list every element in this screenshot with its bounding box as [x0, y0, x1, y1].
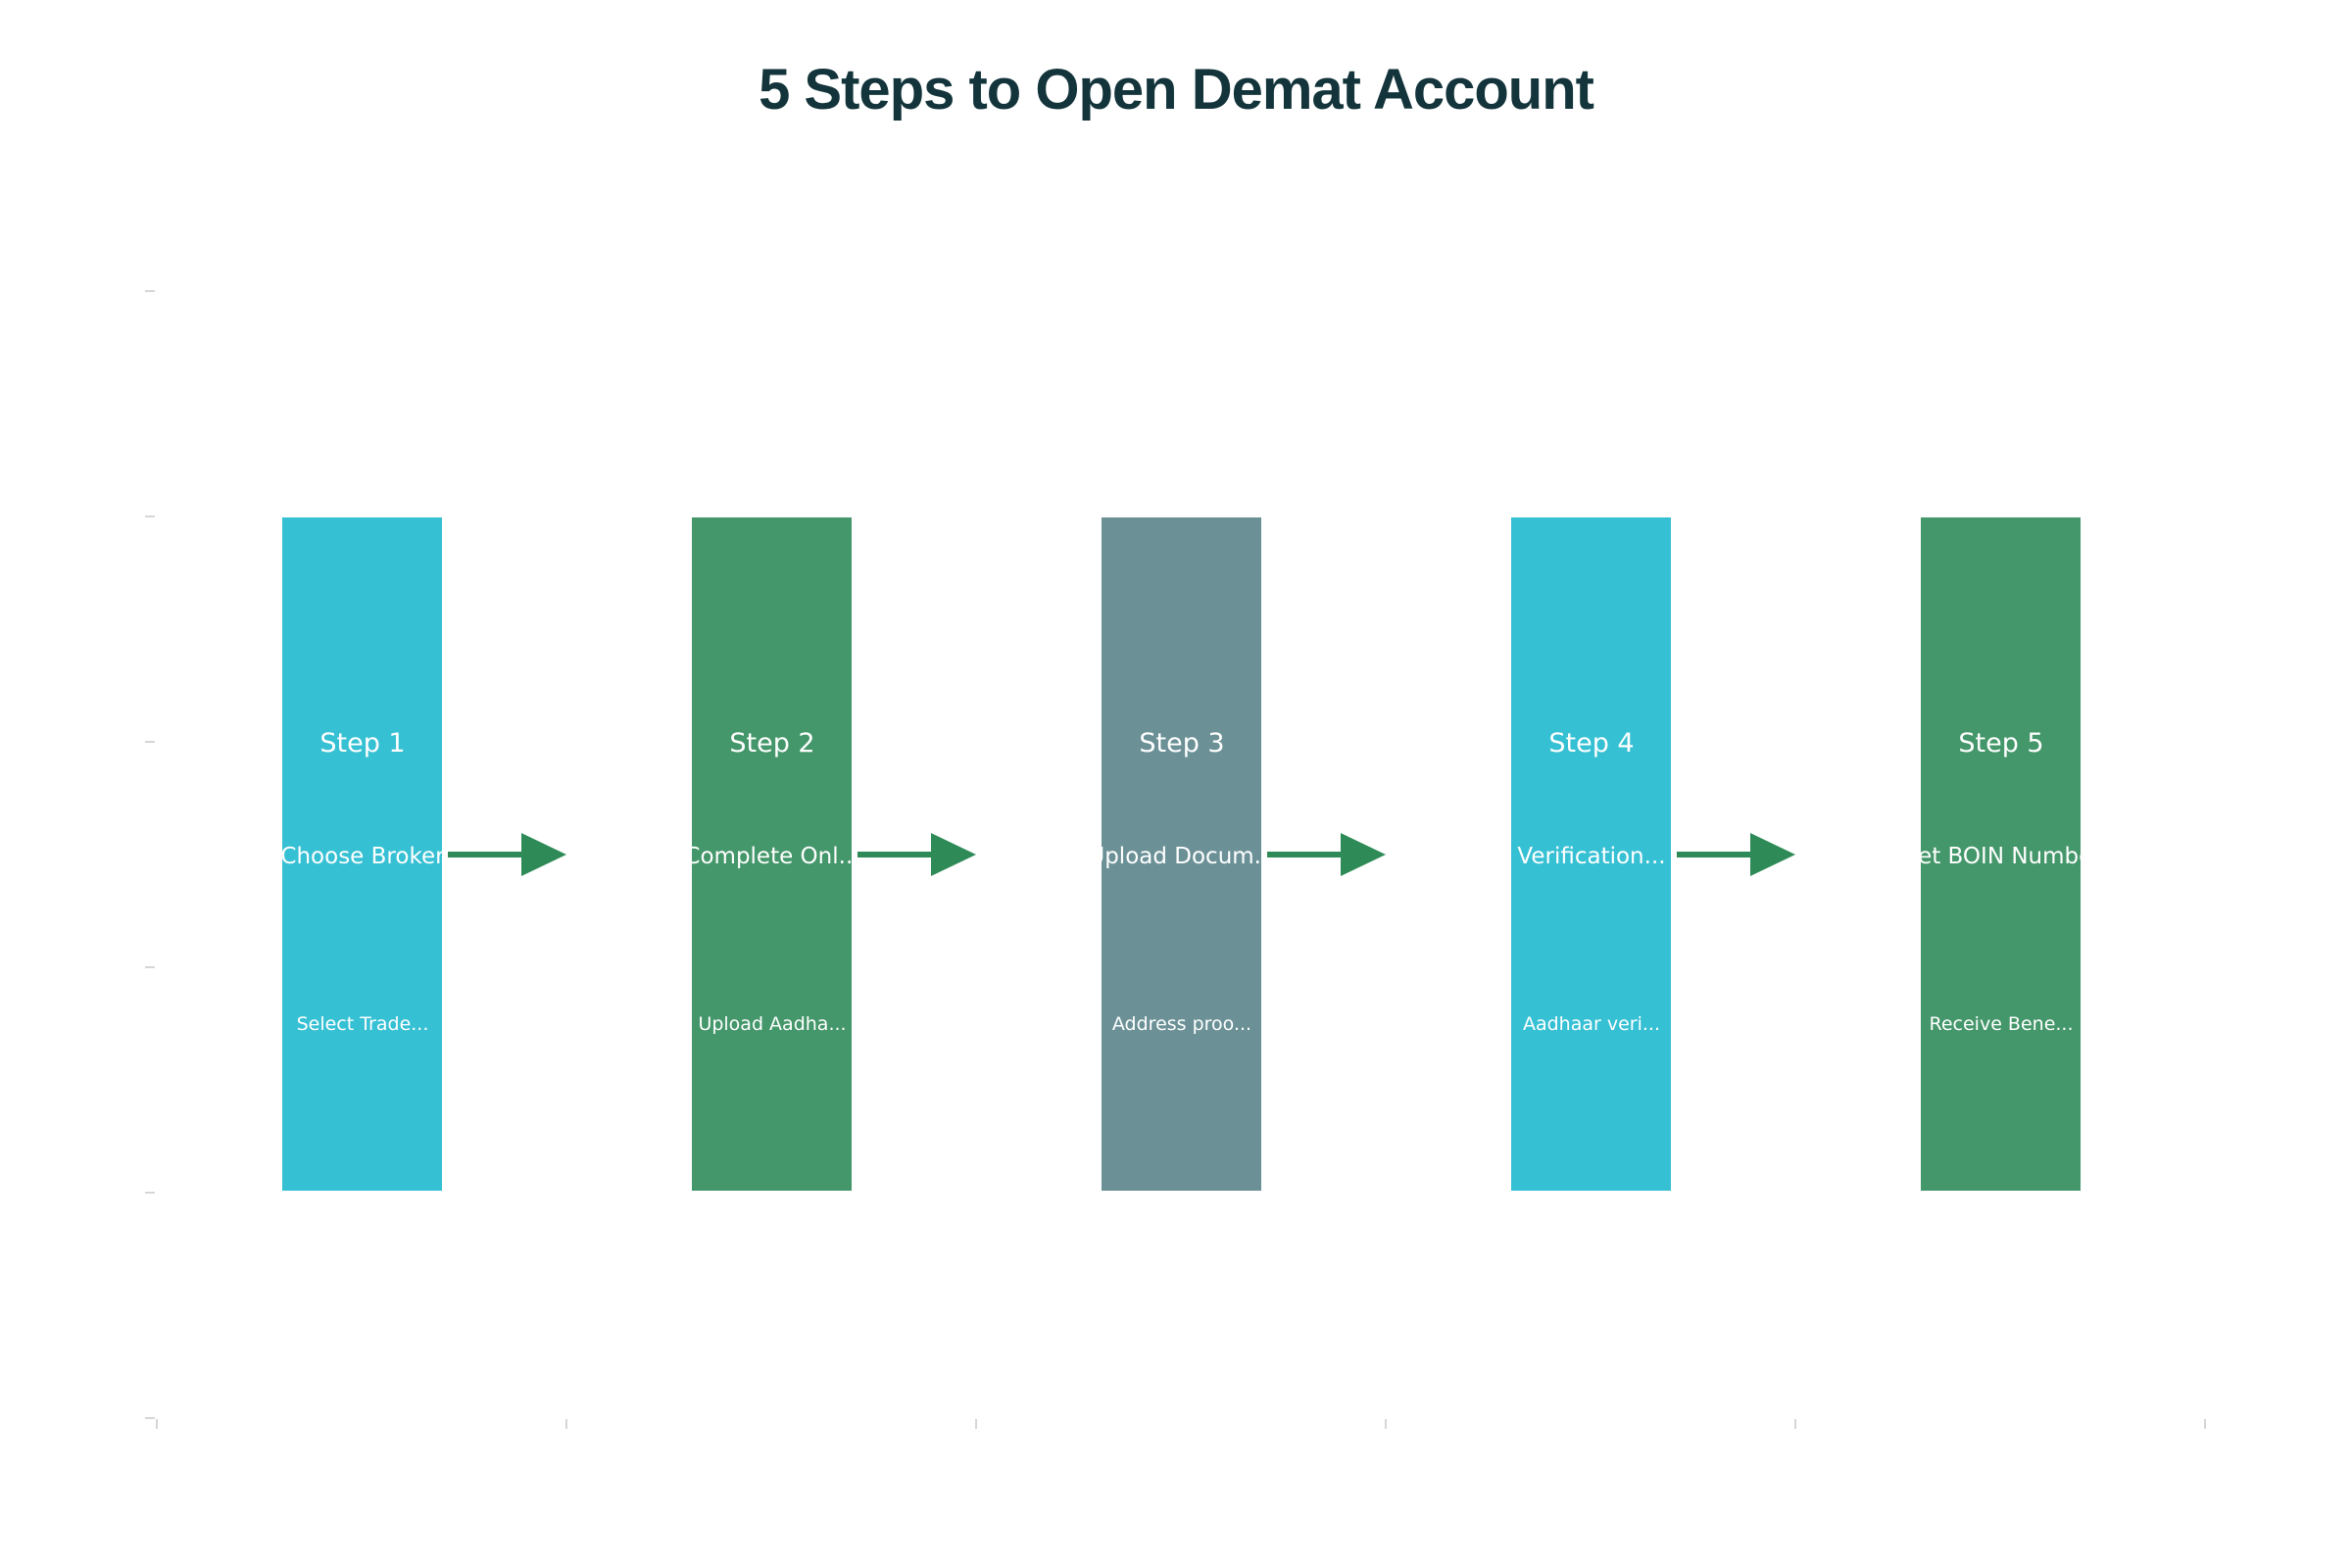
- arrow-icon: [448, 833, 566, 876]
- step-name: Verification...: [1517, 844, 1665, 869]
- step-detail: Select Trade...: [297, 1013, 429, 1035]
- arrow-icon: [1267, 833, 1386, 876]
- step-card: Step 3 Upload Docum... Address proo...: [1088, 517, 1275, 1191]
- step-label: Step 5: [1958, 728, 2043, 759]
- arrow-icon: [858, 833, 976, 876]
- step-card: Step 5 Get BOIN Number Receive Bene...: [1900, 517, 2102, 1191]
- step-label: Step 4: [1548, 728, 1634, 759]
- step-name: Complete Onl...: [684, 844, 859, 869]
- step-label: Step 2: [729, 728, 814, 759]
- step-bar: [1102, 517, 1261, 1191]
- step-detail: Receive Bene...: [1930, 1013, 2074, 1035]
- step-detail: Address proo...: [1112, 1013, 1251, 1035]
- page-title: 5 Steps to Open Demat Account: [759, 58, 1594, 122]
- step-bar: [1511, 517, 1671, 1191]
- step-detail: Aadhaar veri...: [1523, 1013, 1660, 1035]
- x-axis-ticks: [156, 1419, 2206, 1429]
- step-bar: [1921, 517, 2081, 1191]
- step-name: Choose Broker: [280, 844, 445, 869]
- step-name: Upload Docum...: [1088, 844, 1275, 869]
- step-label: Step 1: [319, 728, 405, 759]
- step-bar: [282, 517, 442, 1191]
- y-axis-ticks: [145, 290, 155, 1419]
- step-card: Step 4 Verification... Aadhaar veri...: [1511, 517, 1671, 1191]
- step-bar: [692, 517, 852, 1191]
- step-detail: Upload Aadha...: [698, 1013, 846, 1035]
- arrow-icon: [1677, 833, 1795, 876]
- step-label: Step 3: [1139, 728, 1224, 759]
- step-card: Step 1 Choose Broker Select Trade...: [280, 517, 445, 1191]
- step-card: Step 2 Complete Onl... Upload Aadha...: [684, 517, 859, 1191]
- connector-arrows: [448, 833, 1795, 876]
- step-name: Get BOIN Number: [1900, 844, 2102, 869]
